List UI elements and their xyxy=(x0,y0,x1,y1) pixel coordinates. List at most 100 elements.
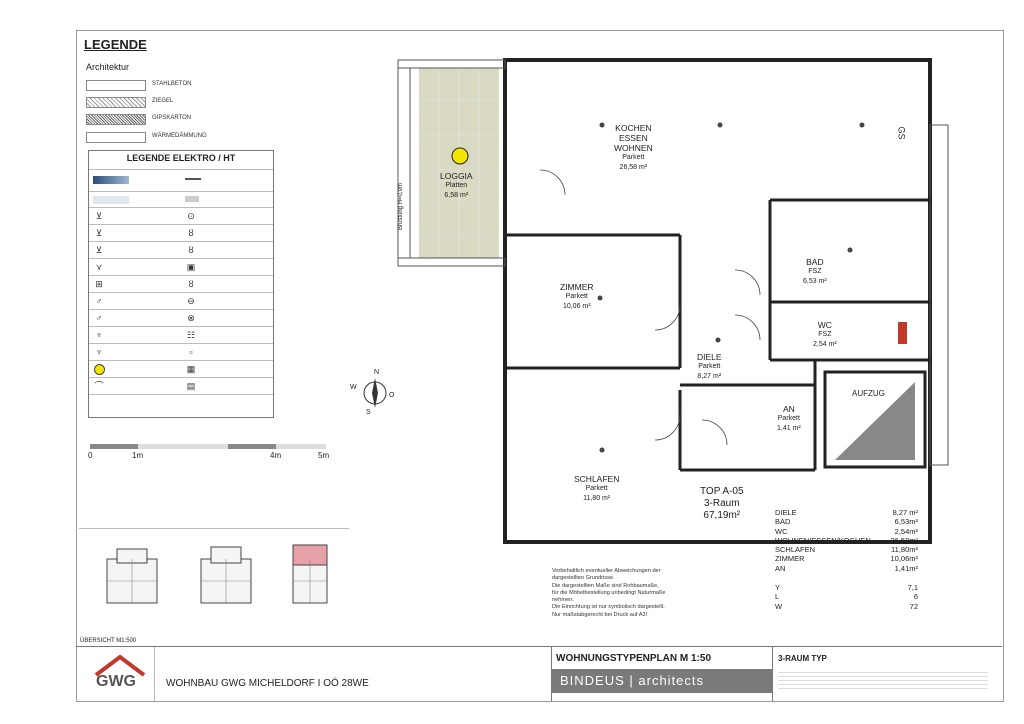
room-kochen-floor: Parkett xyxy=(622,154,645,161)
verteiler-icon xyxy=(93,176,129,184)
room-loggia-area: 6,58 m² xyxy=(444,192,469,199)
room-kochen: KOCHEN ESSEN WOHNEN Parkett 26,58 m² xyxy=(614,123,653,173)
floor-plan xyxy=(397,58,949,544)
footer-divider xyxy=(551,647,552,701)
architect-name: BINDEUS | architects xyxy=(560,673,705,688)
legend-elektro-row xyxy=(89,191,273,208)
legend-elektro-row: ⊻⊙ xyxy=(89,207,273,225)
gipskarton-swatch xyxy=(86,114,146,125)
schuko-3fach-icon: ⋎ xyxy=(95,262,103,272)
serienschalter-icon: ♆ xyxy=(95,330,103,340)
room-loggia-floor: Platten xyxy=(445,182,468,189)
stahlbeton-swatch xyxy=(86,80,146,91)
area-key: WC xyxy=(775,526,788,536)
area-value: 2,54m² xyxy=(894,526,918,536)
area-key: WOHNEN/ESSEN/KOCHEN xyxy=(775,535,871,545)
ceiling-outlet-icon xyxy=(599,447,605,453)
raumthermostat-icon: ▣ xyxy=(186,262,196,272)
room-schlafen: SCHLAFEN Parkett 11,80 m² xyxy=(574,474,619,504)
area-row: WOHNEN/ESSEN/KOCHEN 26,58m² xyxy=(775,536,918,545)
dimmer-icon: ȣ xyxy=(188,245,194,255)
legend-elektro-row: ⊻ȣ xyxy=(89,224,273,242)
legend-title: LEGENDE xyxy=(84,37,147,52)
kuehlschrank-icon xyxy=(185,196,199,202)
door-swing xyxy=(539,169,566,196)
legend-elektro-row: ⊞ȣ xyxy=(89,275,273,293)
waermedaemmung-swatch xyxy=(86,132,146,143)
gwg-logo xyxy=(94,654,146,677)
room-an-floor: Parkett xyxy=(777,415,800,422)
ziegel-swatch xyxy=(86,97,146,108)
compass-needle xyxy=(372,378,378,408)
multimedia-icon: ☷ xyxy=(186,330,196,340)
schuko-verriegelung-icon: ⊻ xyxy=(95,245,103,255)
rauchmelder-icon: ⊖ xyxy=(187,296,195,306)
room-an: AN Parkett 1,41 m² xyxy=(777,404,801,434)
area-key: BAD xyxy=(775,517,791,527)
legend-elektro-row: ⋎▣ xyxy=(89,258,273,276)
legend-elektro-row: ⌒▤ xyxy=(89,377,273,395)
room-kochen-area: 26,58 m² xyxy=(619,164,648,171)
disclaimer-note: Vorbehaltlich eventueller Abweichungen d… xyxy=(552,568,702,619)
note-line: Vorbehaltlich eventueller Abweichungen d… xyxy=(552,568,661,574)
room-bad: BAD FSZ 6,53 m² xyxy=(803,257,827,287)
room-bad-name: BAD xyxy=(806,257,824,267)
scale-segment xyxy=(90,444,138,449)
legend-elektro-box: LEGENDE ELEKTRO / HT ⊻⊙ ⊻ȣ ⊻ȣ ⋎▣ ⊞ȣ ♂⊖ ♂… xyxy=(88,150,274,418)
schuko-klappdeckel-icon: ⊻ xyxy=(95,228,103,238)
note-line: nehmen. xyxy=(552,597,574,604)
ceiling-outlet-icon xyxy=(717,122,723,128)
scale-label: 5m xyxy=(318,451,330,460)
legend-elektro-row: ♆☷ xyxy=(89,326,273,344)
scale-label: 4m xyxy=(270,451,282,460)
waermedaemmung-label: WÄRMEDÄMMUNG xyxy=(152,133,207,139)
room-bad-area: 6,53 m² xyxy=(803,278,827,285)
scale-segment xyxy=(138,444,228,449)
legend-elektro-title: LEGENDE ELEKTRO / HT xyxy=(126,153,236,163)
note-line: für die Möbelbestellung unbedingt Naturm… xyxy=(552,589,666,596)
room-diele-area: 8,27 m² xyxy=(697,373,722,380)
top-area: 67,19m² xyxy=(703,510,741,521)
area-key: W xyxy=(775,601,783,611)
wandauslass-icon: ▦ xyxy=(186,364,196,374)
gwg-roof-icon xyxy=(94,654,146,677)
area-value: 6 xyxy=(913,592,918,602)
area-key: AN xyxy=(775,563,786,573)
footer-divider xyxy=(772,647,773,701)
taster-icon: ⊙ xyxy=(187,211,195,221)
room-kochen-l2: ESSEN xyxy=(618,133,648,143)
wechselschalter-icon: ♂ xyxy=(95,296,103,306)
scale-segment xyxy=(228,444,276,449)
area-key: ZIMMER xyxy=(775,554,805,564)
room-schlafen-area: 11,80 m² xyxy=(583,495,611,502)
compass-w: W xyxy=(350,384,357,391)
room-zimmer-area: 10,06 m² xyxy=(562,303,591,310)
architektur-heading: Architektur xyxy=(86,62,130,72)
room-loggia: LOGGIA Platten 6,58 m² xyxy=(440,171,473,201)
room-wc-name: WC xyxy=(817,320,832,330)
architect-contact-block xyxy=(778,669,988,689)
room-zimmer-floor: Parkett xyxy=(565,293,588,300)
room-aufzug: AUFZUG xyxy=(852,389,885,398)
room-kochen-l3: WOHNEN xyxy=(614,143,653,153)
klingeltaster-icon: ▤ xyxy=(186,381,196,391)
overview-plans xyxy=(106,544,328,604)
room-diele: DIELE Parkett 8,27 m² xyxy=(697,352,722,382)
gipskarton-label: GIPSKARTON xyxy=(152,115,192,121)
kreuzschalter-icon: ♂ xyxy=(95,313,103,323)
area-value: 26,58m² xyxy=(890,535,918,545)
legend-elektro-row: ♂⊗ xyxy=(89,309,273,327)
legend-elektro-row xyxy=(89,394,273,417)
ventilator-icon xyxy=(185,174,201,180)
ceiling-outlet-icon xyxy=(859,122,865,128)
area-key: L xyxy=(775,592,780,602)
area-value: 1,41m² xyxy=(894,563,918,573)
room-schlafen-floor: Parkett xyxy=(585,485,608,492)
room-an-area: 1,41 m² xyxy=(777,425,801,432)
